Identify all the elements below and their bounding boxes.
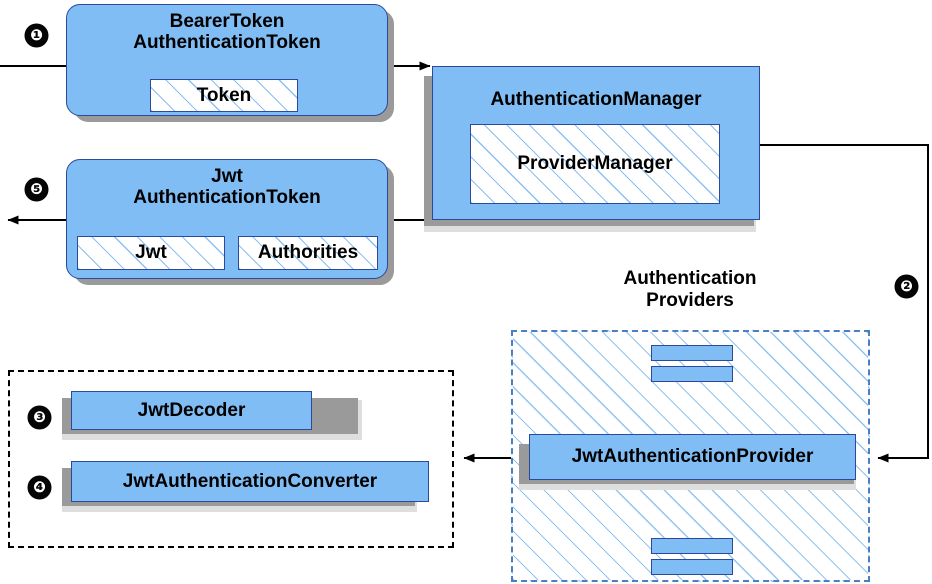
jwt-token-title-line2: AuthenticationToken bbox=[133, 187, 321, 209]
jwt-token-title-line1: Jwt bbox=[211, 166, 243, 187]
jwt-token-inner-jwt[interactable]: Jwt bbox=[77, 236, 225, 270]
step-bullet-5: ❺ bbox=[25, 178, 48, 201]
provider-placeholder-bar-2 bbox=[651, 366, 733, 382]
jwt-authentication-provider-label: JwtAuthenticationProvider bbox=[571, 446, 814, 468]
bearer-token-inner-token[interactable]: Token bbox=[150, 79, 298, 112]
provider-placeholder-bar-4 bbox=[651, 559, 733, 575]
provider-placeholder-bar-1 bbox=[651, 345, 733, 361]
jwt-decoder-label: JwtDecoder bbox=[137, 399, 246, 421]
authentication-providers-title-line2: Providers bbox=[646, 289, 734, 311]
jwt-authentication-converter-label: JwtAuthenticationConverter bbox=[122, 470, 378, 492]
step-bullet-3: ❸ bbox=[28, 406, 51, 429]
jwt-token-inner-authorities[interactable]: Authorities bbox=[238, 236, 378, 270]
provider-manager-inner[interactable]: ProviderManager bbox=[470, 124, 720, 204]
node-jwt-authentication-converter[interactable]: JwtAuthenticationConverter bbox=[71, 461, 429, 502]
bearer-token-title-line2: AuthenticationToken bbox=[133, 32, 321, 54]
provider-placeholder-bar-3 bbox=[651, 538, 733, 554]
node-jwt-decoder[interactable]: JwtDecoder bbox=[71, 391, 312, 430]
authentication-manager-title: AuthenticationManager bbox=[490, 89, 702, 110]
jwt-token-inner-authorities-label: Authorities bbox=[257, 242, 359, 263]
step-bullet-1: ❶ bbox=[25, 24, 48, 47]
node-jwt-authentication-provider[interactable]: JwtAuthenticationProvider bbox=[529, 434, 856, 480]
authentication-providers-title-line1: Authentication bbox=[623, 268, 757, 289]
step-bullet-4: ❹ bbox=[28, 476, 51, 499]
jwt-token-inner-jwt-label: Jwt bbox=[135, 242, 167, 263]
step-bullet-2: ❷ bbox=[895, 275, 918, 298]
provider-manager-label: ProviderManager bbox=[517, 153, 673, 174]
support-components-group bbox=[8, 370, 454, 548]
bearer-token-inner-token-label: Token bbox=[196, 84, 252, 106]
authentication-providers-title: Authentication Providers bbox=[560, 268, 820, 312]
bearer-token-title-line1: BearerToken bbox=[169, 11, 285, 32]
